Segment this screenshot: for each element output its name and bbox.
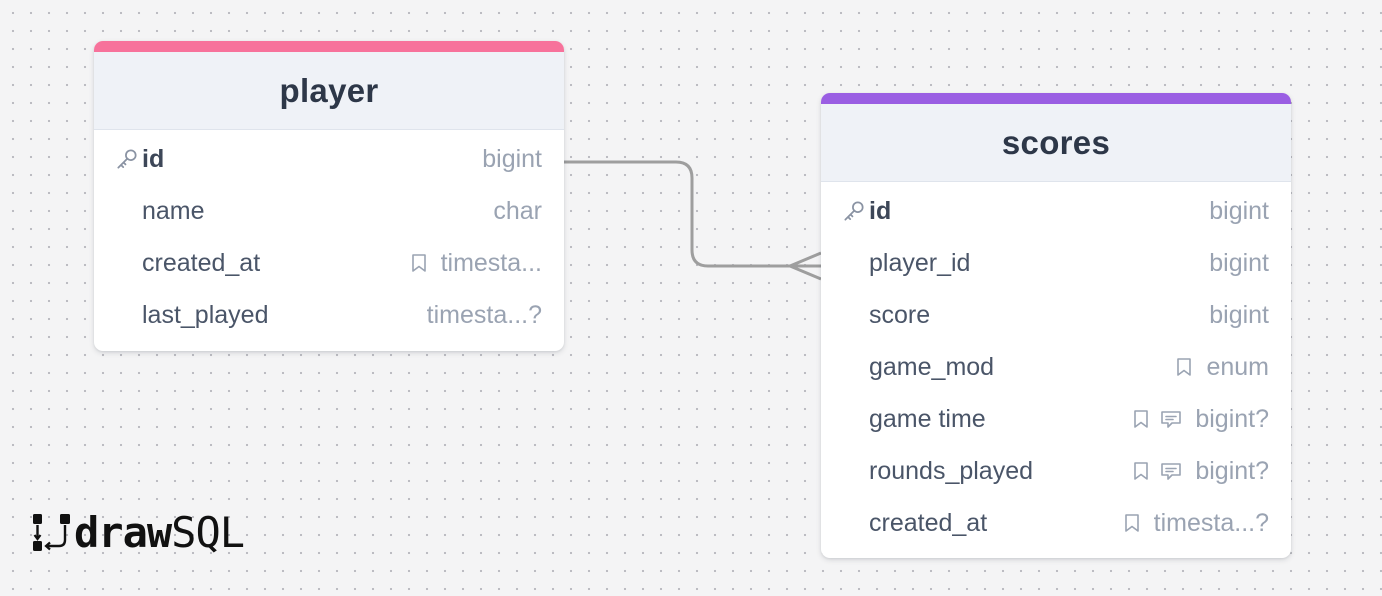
table-accent-bar [94, 41, 564, 52]
column-row-game-time[interactable]: game time bigint? [821, 393, 1291, 445]
column-row-rounds-played[interactable]: rounds_played bigint? [821, 445, 1291, 497]
crow-foot-many-marker [789, 251, 822, 281]
logo-text-sql: SQL [171, 508, 245, 557]
key-icon [841, 198, 867, 224]
column-type: timesta... [440, 248, 542, 277]
bookmark-icon [1131, 460, 1151, 482]
column-type: enum [1206, 352, 1269, 381]
column-name: name [142, 196, 205, 225]
column-type: bigint [1209, 248, 1269, 277]
column-type: bigint [482, 144, 542, 173]
column-name: score [869, 300, 931, 329]
column-row-id[interactable]: id bigint [94, 133, 564, 185]
bookmark-icon [1174, 356, 1194, 378]
table-accent-bar [821, 93, 1291, 104]
column-name: created_at [142, 248, 261, 277]
column-type: bigint [1209, 196, 1269, 225]
column-type: bigint? [1195, 456, 1269, 485]
column-row-created-at[interactable]: created_at timesta...? [821, 497, 1291, 549]
table-header[interactable]: player [94, 52, 564, 130]
column-type: char [493, 196, 542, 225]
column-type: bigint? [1195, 404, 1269, 433]
table-title: player [279, 71, 379, 109]
column-row-game-mod[interactable]: game_mod enum [821, 341, 1291, 393]
table-title: scores [1001, 123, 1111, 161]
bookmark-icon [409, 252, 429, 274]
column-type: bigint [1209, 300, 1269, 329]
logo-text-draw: draw [74, 508, 172, 557]
bookmark-icon [1122, 512, 1142, 534]
bookmark-icon [1131, 408, 1151, 430]
column-name: id [869, 196, 892, 225]
table-scores[interactable]: scores id bigint player_id bigint score … [821, 93, 1291, 558]
key-icon [114, 146, 140, 172]
comment-icon [1159, 408, 1183, 430]
column-row-created-at[interactable]: created_at timesta... [94, 237, 564, 289]
column-name: id [142, 144, 165, 173]
column-row-name[interactable]: name char [94, 185, 564, 237]
comment-icon [1159, 460, 1183, 482]
column-name: last_played [142, 300, 269, 329]
column-name: player_id [869, 248, 971, 277]
column-name: game time [869, 404, 986, 433]
column-row-player-id[interactable]: player_id bigint [821, 237, 1291, 289]
drawsql-logo-icon [32, 511, 74, 555]
column-row-id[interactable]: id bigint [821, 185, 1291, 237]
table-header[interactable]: scores [821, 104, 1291, 182]
column-name: created_at [869, 508, 988, 537]
column-row-score[interactable]: score bigint [821, 289, 1291, 341]
table-player[interactable]: player id bigint name char created_at [94, 41, 564, 351]
column-type: timesta...? [1153, 508, 1269, 537]
column-type: timesta...? [426, 300, 542, 329]
column-name: rounds_played [869, 456, 1034, 485]
column-row-last-played[interactable]: last_played timesta...? [94, 289, 564, 341]
column-name: game_mod [869, 352, 995, 381]
